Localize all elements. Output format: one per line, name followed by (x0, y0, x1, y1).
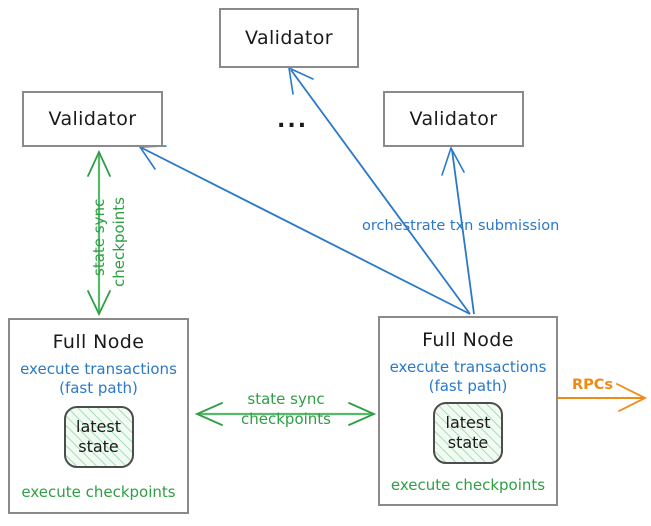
validator-box-right[interactable]: Validator (383, 91, 524, 147)
fullnode-left-state-line2: state (78, 436, 119, 456)
validator-box-left[interactable]: Validator (22, 91, 163, 147)
orchestrate-txn-submission-label: orchestrate txn submission (362, 218, 560, 234)
state-sync-mid-line2: checkpoints (241, 409, 331, 428)
state-sync-vertical-label-line1: state sync (90, 198, 108, 276)
fullnode-left-blue-line1: execute transactions (20, 360, 177, 378)
rpcs-label: RPCs (572, 377, 614, 393)
validators-ellipsis: ... (277, 108, 309, 133)
fullnode-box-left[interactable]: Full Node execute transactions (fast pat… (8, 318, 189, 514)
state-sync-vertical-label-line2: checkpoints (110, 197, 128, 287)
fullnode-right-latest-state-box[interactable]: latest state (433, 401, 503, 464)
validator-top-label: Validator (245, 27, 333, 49)
fullnode-right-execute-transactions: execute transactions (fast path) (390, 358, 547, 396)
fullnode-left-title: Full Node (52, 331, 145, 353)
fullnode-left-execute-transactions: execute transactions (fast path) (20, 360, 177, 398)
fullnode-left-latest-state-box[interactable]: latest state (63, 405, 134, 468)
fullnode-right-state-line1: latest (445, 413, 491, 433)
fullnode-right-execute-checkpoints: execute checkpoints (390, 475, 546, 494)
fullnode-left-state-line1: latest (76, 417, 121, 437)
fullnode-left-blue-line2: (fast path) (59, 378, 138, 397)
validator-left-label: Validator (48, 108, 137, 130)
state-sync-mid-line1: state sync (247, 390, 325, 408)
validator-right-label: Validator (409, 108, 498, 130)
fullnode-box-right[interactable]: Full Node execute transactions (fast pat… (378, 316, 558, 506)
fullnode-right-blue-line1: execute transactions (389, 358, 547, 376)
fullnode-right-title: Full Node (422, 329, 514, 351)
validator-box-top[interactable]: Validator (219, 8, 359, 68)
state-sync-mid-label: state sync checkpoints (224, 390, 348, 429)
fullnode-right-blue-line2: (fast path) (428, 376, 508, 395)
fullnode-right-state-line2: state (447, 432, 489, 452)
fullnode-left-execute-checkpoints: execute checkpoints (21, 482, 176, 501)
